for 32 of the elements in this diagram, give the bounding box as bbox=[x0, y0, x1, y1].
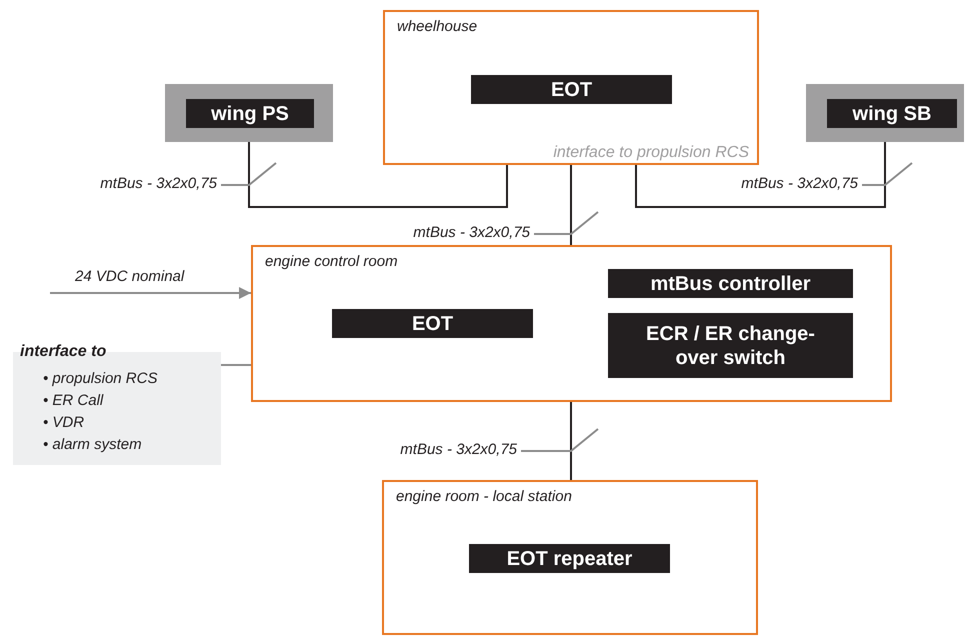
interface-heading: interface to bbox=[20, 343, 106, 361]
list-item: • ER Call bbox=[43, 391, 104, 411]
room-title: engine control room bbox=[265, 253, 398, 270]
room-title: wheelhouse bbox=[397, 18, 478, 35]
cable-label: 24 VDC nominal bbox=[75, 268, 184, 285]
arrow bbox=[50, 287, 251, 299]
display-box: EOT bbox=[332, 309, 533, 338]
cable-label: mtBus - 3x2x0,75 bbox=[100, 175, 217, 192]
cable-line bbox=[570, 165, 572, 245]
cable-line bbox=[248, 142, 508, 208]
cable-line bbox=[635, 142, 886, 208]
wing-panel bbox=[806, 84, 964, 142]
cable-label: mtBus - 3x2x0,75 bbox=[413, 224, 530, 241]
list-item: • VDR bbox=[43, 413, 86, 433]
display-box: EOT repeater bbox=[469, 544, 670, 573]
display-box: EOT bbox=[471, 75, 672, 104]
display-box: mtBus controller bbox=[608, 269, 853, 298]
room-frame bbox=[383, 10, 759, 165]
interface-note: interface to propulsion RCS bbox=[553, 144, 749, 162]
display-box: wing SB bbox=[827, 99, 957, 128]
room-frame bbox=[251, 245, 892, 402]
room-frame bbox=[382, 480, 758, 635]
list-item: • alarm system bbox=[43, 435, 143, 455]
room-title: engine room - local station bbox=[396, 488, 572, 505]
cable-label: mtBus - 3x2x0,75 bbox=[741, 175, 858, 192]
cable-line bbox=[221, 364, 251, 366]
cable-label: mtBus - 3x2x0,75 bbox=[400, 441, 517, 458]
list-item: • propulsion RCS bbox=[43, 369, 158, 389]
cable-line bbox=[570, 402, 572, 480]
display-box: wing PS bbox=[186, 99, 314, 128]
display-box: ECR / ER change-over switch bbox=[608, 313, 853, 378]
wing-panel bbox=[165, 84, 333, 142]
